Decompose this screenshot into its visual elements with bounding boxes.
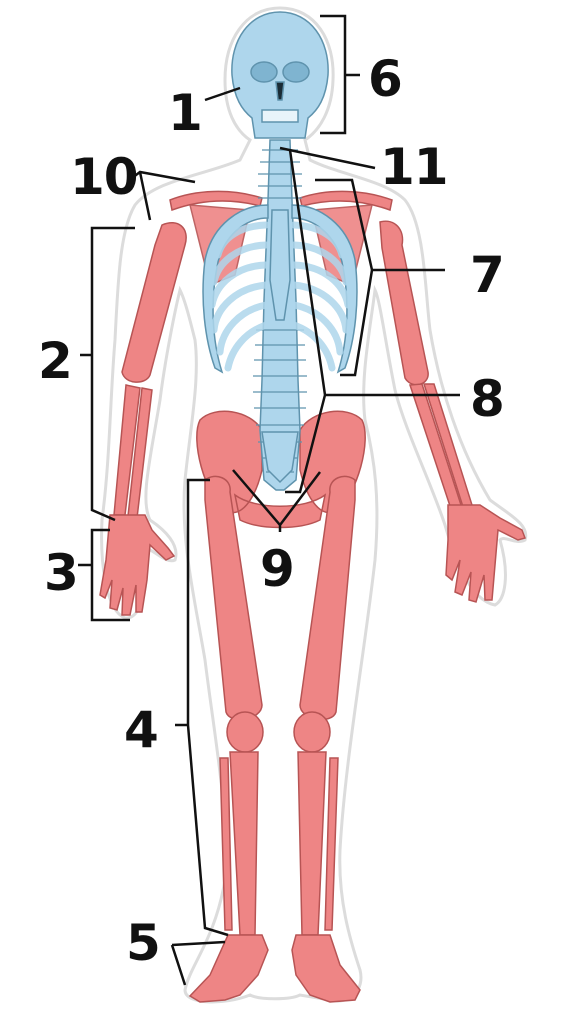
nasal-cavity — [275, 81, 285, 101]
leader-1 — [204, 86, 241, 102]
leader-8 — [285, 149, 460, 494]
bracket-4 — [175, 478, 229, 937]
sternum — [269, 209, 291, 321]
right-foot — [291, 934, 361, 1003]
bracket-2 — [80, 226, 135, 522]
leader-9 — [232, 469, 321, 532]
leader-11 — [279, 146, 376, 170]
right-fibula — [324, 757, 339, 931]
right-patella — [293, 711, 331, 753]
label-2: 2 — [38, 332, 73, 390]
label-6: 6 — [368, 50, 403, 108]
ribs — [208, 221, 352, 372]
leader-5 — [170, 940, 226, 986]
left-tibia — [229, 751, 259, 936]
label-3: 3 — [44, 544, 79, 602]
label-8: 8 — [470, 370, 505, 428]
left-humerus — [121, 222, 187, 383]
right-humerus — [379, 220, 429, 386]
bracket-6 — [320, 14, 360, 135]
right-orbit — [282, 61, 310, 83]
label-11: 11 — [380, 138, 449, 196]
label-10: 10 — [70, 148, 139, 206]
right-clavicle — [299, 190, 393, 211]
right-femur — [299, 475, 356, 721]
label-9: 9 — [260, 540, 295, 598]
label-4: 4 — [124, 701, 159, 759]
left-fibula — [219, 757, 233, 931]
right-hand — [445, 504, 526, 603]
left-foot — [188, 934, 269, 1003]
teeth — [261, 109, 299, 123]
left-hand — [99, 514, 176, 616]
left-orbit — [250, 61, 278, 83]
left-patella — [226, 711, 264, 753]
label-7: 7 — [470, 246, 505, 304]
bracket-3 — [78, 528, 130, 622]
leader-lines — [78, 14, 460, 986]
axial-skeleton — [202, 11, 358, 491]
left-femur — [204, 475, 263, 721]
leader-10 — [131, 170, 196, 221]
label-1: 1 — [168, 84, 203, 142]
sacrum — [261, 431, 299, 484]
label-5: 5 — [126, 914, 161, 972]
right-tibia — [297, 751, 327, 936]
skull — [231, 11, 329, 139]
bracket-7 — [315, 178, 445, 377]
